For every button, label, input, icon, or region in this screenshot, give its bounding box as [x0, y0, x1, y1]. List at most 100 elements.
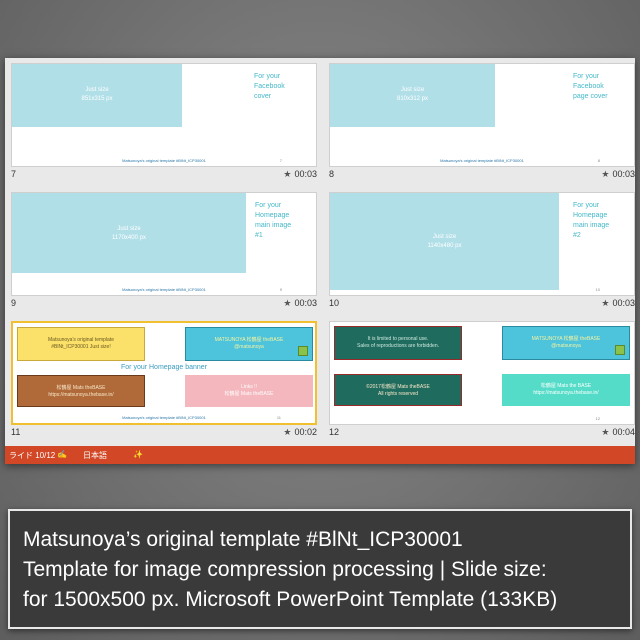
- accessibility-icon[interactable]: ✨: [133, 450, 143, 459]
- banner-text: 松鶴屋 Mats theBASE: [224, 391, 274, 397]
- side-text: main image: [573, 222, 610, 229]
- slide-thumbnail-9[interactable]: Just size 1170x400 px For your Homepage …: [11, 192, 317, 320]
- caption-box: Matsunoya’s original template #BlNt_ICP3…: [8, 509, 632, 629]
- slide-page-number: 7: [279, 158, 282, 163]
- slide-footer: Matsunoya's original template #BlNt_ICP3…: [122, 415, 206, 420]
- powerpoint-slide-sorter: Just size 851x315 px For your Facebook c…: [5, 58, 635, 464]
- image-placeholder: Just size 1140x480 px: [330, 193, 559, 290]
- side-text: For your: [254, 73, 281, 80]
- side-text: For your: [573, 73, 600, 80]
- banner-section-title: For your Homepage banner: [121, 364, 207, 371]
- size-label: Just size: [117, 226, 141, 232]
- shield-icon: [298, 346, 308, 356]
- side-text: Facebook: [573, 83, 604, 90]
- slide-footer: Matsunoya's original template #BlNt_ICP3…: [122, 158, 206, 163]
- slide-thumbnail-11[interactable]: Matsunoya's original template #BlNt_ICP3…: [11, 321, 317, 449]
- transition-star-icon: ★: [283, 169, 292, 179]
- caption-line: Template for image compression processin…: [23, 558, 547, 581]
- banner-text: All rights reserved: [377, 391, 418, 397]
- banner-text: https://matsunoya.thebase.in/: [533, 390, 599, 396]
- slide-page-number: 11: [276, 415, 281, 420]
- slide-8-canvas[interactable]: Just size 810x312 px For your Facebook p…: [329, 63, 635, 167]
- transition-star-icon: ★: [601, 427, 610, 437]
- image-placeholder: Just size 851x315 px: [12, 64, 182, 127]
- image-placeholder: Just size 1170x400 px: [12, 193, 246, 273]
- size-label: Just size: [432, 234, 457, 240]
- size-label: Just size: [85, 87, 109, 93]
- side-text: page cover: [573, 93, 608, 100]
- banner-text: Matsunoya's original template: [48, 337, 114, 343]
- slide-duration: ★00:02: [283, 427, 317, 437]
- caption-line: Matsunoya’s original template #BlNt_ICP3…: [23, 528, 463, 551]
- slide-grid: Just size 851x315 px For your Facebook c…: [11, 63, 635, 445]
- side-text: cover: [254, 93, 272, 100]
- slide-number: 9: [11, 298, 17, 308]
- slide-duration: ★00:03: [283, 298, 317, 308]
- banner-text: It is limited to personal use.: [367, 336, 429, 342]
- side-text: For your: [255, 202, 282, 209]
- slide-thumbnail-8[interactable]: Just size 810x312 px For your Facebook p…: [329, 63, 635, 191]
- side-text: Homepage: [573, 212, 608, 219]
- status-bar: ライド 10/12 ✍ 日本語 ✨: [5, 446, 635, 464]
- slide-thumbnail-12[interactable]: It is limited to personal use. Sales of …: [329, 321, 635, 449]
- size-value: 1170x400 px: [112, 235, 146, 241]
- slide-duration: ★00:03: [601, 169, 635, 179]
- transition-star-icon: ★: [283, 427, 292, 437]
- slide-page-number: 10: [595, 287, 600, 292]
- banner-dark-green: It is limited to personal use. Sales of …: [334, 326, 462, 360]
- slide-9-canvas[interactable]: Just size 1170x400 px For your Homepage …: [11, 192, 317, 296]
- banner-text: 松鶴屋 Mats the BASE: [540, 383, 592, 389]
- banner-copyright: ©2017松鶴屋 Mats theBASE All rights reserve…: [334, 374, 462, 406]
- banner-yellow: Matsunoya's original template #BlNt_ICP3…: [17, 327, 145, 361]
- size-label: Just size: [400, 87, 425, 93]
- slide-duration: ★00:04: [601, 427, 635, 437]
- slide-12-canvas[interactable]: It is limited to personal use. Sales of …: [329, 321, 635, 425]
- banner-pink: Links !! 松鶴屋 Mats theBASE: [185, 375, 313, 407]
- side-text: #1: [255, 232, 263, 239]
- slide-page-number: 8: [597, 158, 600, 163]
- slide-thumbnail-10[interactable]: Just size 1140x480 px For your Homepage …: [329, 192, 635, 320]
- slide-duration: ★00:03: [601, 298, 635, 308]
- language-indicator[interactable]: 日本語: [83, 451, 107, 460]
- side-text: main image: [255, 222, 292, 229]
- banner-cyan: MATSUNOYA 松鶴屋 theBASE @matsunoya: [185, 327, 313, 361]
- banner-mint: 松鶴屋 Mats the BASE https://matsunoya.theb…: [502, 374, 630, 406]
- banner-text: https://matsunoya.thebase.in/: [48, 392, 114, 398]
- slide-indicator: ライド 10/12: [9, 451, 56, 460]
- size-value: 810x312 px: [396, 96, 429, 102]
- slide-number: 12: [329, 427, 340, 437]
- notes-icon[interactable]: ✍: [57, 450, 67, 459]
- side-text: Facebook: [254, 83, 285, 90]
- caption-line: for 1500x500 px. Microsoft PowerPoint Te…: [23, 588, 558, 611]
- slide-number: 8: [329, 169, 335, 179]
- size-value: 851x315 px: [81, 96, 113, 102]
- slide-footer: Matsunoya's original template #BlNt_ICP3…: [440, 158, 524, 163]
- slide-duration: ★00:03: [283, 169, 317, 179]
- banner-cyan: MATSUNOYA 松鶴屋 theBASE @matsunoya: [502, 326, 630, 360]
- slide-number: 7: [11, 169, 17, 179]
- side-text: Homepage: [255, 212, 290, 219]
- slide-11-canvas[interactable]: Matsunoya's original template #BlNt_ICP3…: [11, 321, 317, 425]
- side-text: #2: [573, 232, 581, 239]
- banner-text: #BlNt_ICP30001 Just size!: [51, 344, 111, 350]
- slide-page-number: 9: [279, 287, 282, 292]
- transition-star-icon: ★: [601, 298, 610, 308]
- transition-star-icon: ★: [601, 169, 610, 179]
- shield-icon: [615, 345, 625, 355]
- slide-thumbnail-7[interactable]: Just size 851x315 px For your Facebook c…: [11, 63, 317, 191]
- size-value: 1140x480 px: [427, 243, 462, 249]
- banner-text: ©2017松鶴屋 Mats theBASE: [366, 384, 430, 390]
- banner-text: @matsunoya: [551, 343, 581, 349]
- transition-star-icon: ★: [283, 298, 292, 308]
- banner-text: 松鶴屋 Mats theBASE: [56, 385, 106, 391]
- image-placeholder: Just size 810x312 px: [330, 64, 495, 127]
- banner-text: Links !!: [241, 384, 257, 390]
- slide-10-canvas[interactable]: Just size 1140x480 px For your Homepage …: [329, 192, 635, 296]
- banner-text: @matsunoya: [234, 344, 264, 350]
- slide-page-number: 12: [595, 416, 600, 421]
- slide-footer: Matsunoya's original template #BlNt_ICP3…: [122, 287, 206, 292]
- slide-number: 11: [11, 427, 21, 437]
- slide-7-canvas[interactable]: Just size 851x315 px For your Facebook c…: [11, 63, 317, 167]
- slide-number: 10: [329, 298, 340, 308]
- banner-text: Sales of reproductions are forbidden.: [357, 343, 439, 349]
